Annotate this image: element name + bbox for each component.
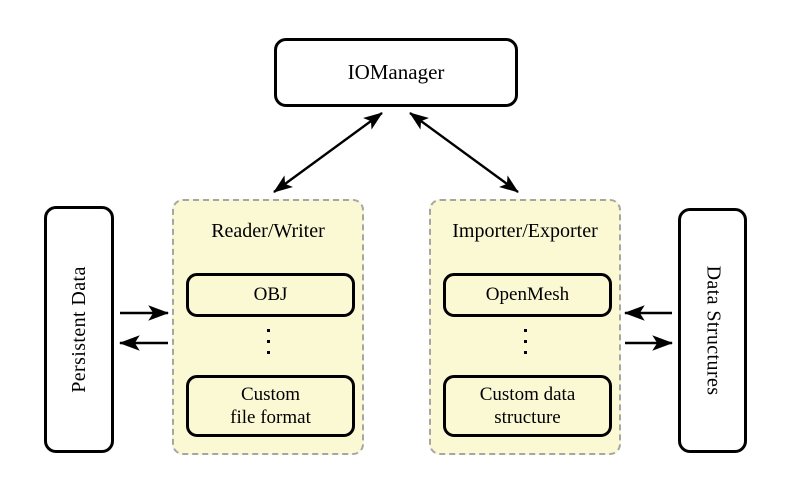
data-structures-label: Data Structures [702,265,725,396]
item-openmesh-label: OpenMesh [485,284,570,306]
group-reader-writer: Reader/Writer OBJ Custom file format [172,199,364,455]
io-manager-label: IOManager [347,60,445,85]
group-importer-exporter: Importer/Exporter OpenMesh Custom data s… [429,199,621,455]
connector-manager-importer-exporter [409,112,519,193]
item-openmesh: OpenMesh [443,273,612,317]
io-manager-node: IOManager [274,38,518,107]
persistent-data-node: Persistent Data [44,206,114,453]
item-custom-file-format: Custom file format [186,375,355,437]
group-reader-writer-title: Reader/Writer [211,220,325,242]
item-custom-data-structure-line1: Custom data [479,383,576,405]
persistent-data-label: Persistent Data [67,266,90,393]
item-custom-data-structure: Custom data structure [443,375,612,437]
data-structures-node: Data Structures [678,208,747,453]
group-importer-exporter-title: Importer/Exporter [452,220,598,242]
item-custom-data-structure-line2: structure [494,407,561,428]
item-obj-label: OBJ [253,284,288,306]
item-custom-file-format-line2: file format [230,407,311,428]
connector-manager-reader-writer [273,112,383,193]
item-custom-file-format-line1: Custom [240,383,301,405]
item-obj: OBJ [186,273,355,317]
importer-exporter-ellipsis-icon [431,329,619,354]
reader-writer-ellipsis-icon [174,329,362,354]
